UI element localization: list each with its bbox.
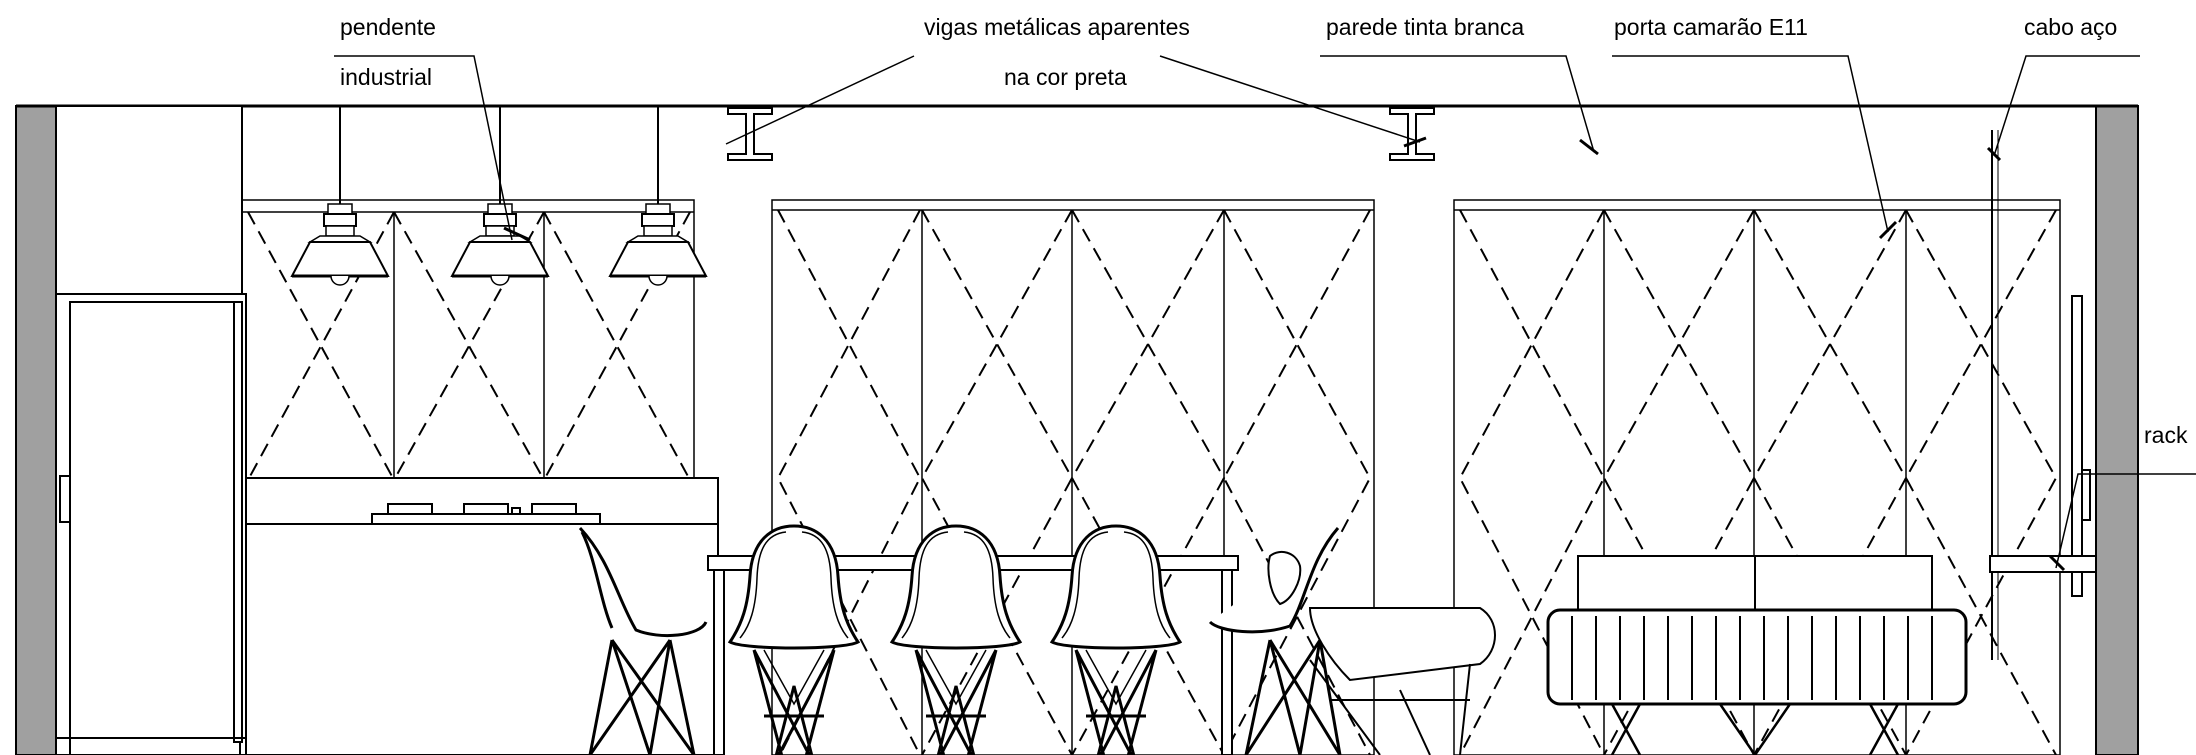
sofa — [1546, 555, 1968, 755]
upper-cabinet — [55, 105, 243, 295]
wall-left — [15, 105, 57, 755]
annotation-cabo: cabo aço — [2024, 14, 2118, 40]
annotation-pendente-line1: pendente — [340, 14, 436, 40]
pendant-light-2 — [450, 104, 550, 287]
leader-lines — [334, 55, 2196, 572]
annotation-pendente-line2: industrial — [340, 64, 433, 90]
tv-panel — [2071, 295, 2091, 597]
rack-shelf — [1989, 555, 2097, 573]
pendant-light-3 — [608, 104, 708, 287]
annotation-vigas-line2: na cor preta — [1004, 64, 1127, 90]
pendant-light-1 — [290, 104, 390, 287]
annotation-rack: rack — [2144, 422, 2188, 448]
chair-side-left — [578, 526, 708, 755]
kitchen-island — [245, 477, 719, 755]
annotation-porta: porta camarão E11 — [1614, 14, 1808, 40]
annotation-vigas-line1: vigas metálicas aparentes — [924, 14, 1190, 40]
refrigerator — [55, 293, 247, 755]
wall-right — [2095, 105, 2139, 755]
annotation-parede: parede tinta branca — [1326, 14, 1525, 40]
ibeam-left — [727, 107, 773, 161]
lounge-chair — [1267, 550, 1496, 755]
folding-door-2 — [771, 199, 1375, 755]
